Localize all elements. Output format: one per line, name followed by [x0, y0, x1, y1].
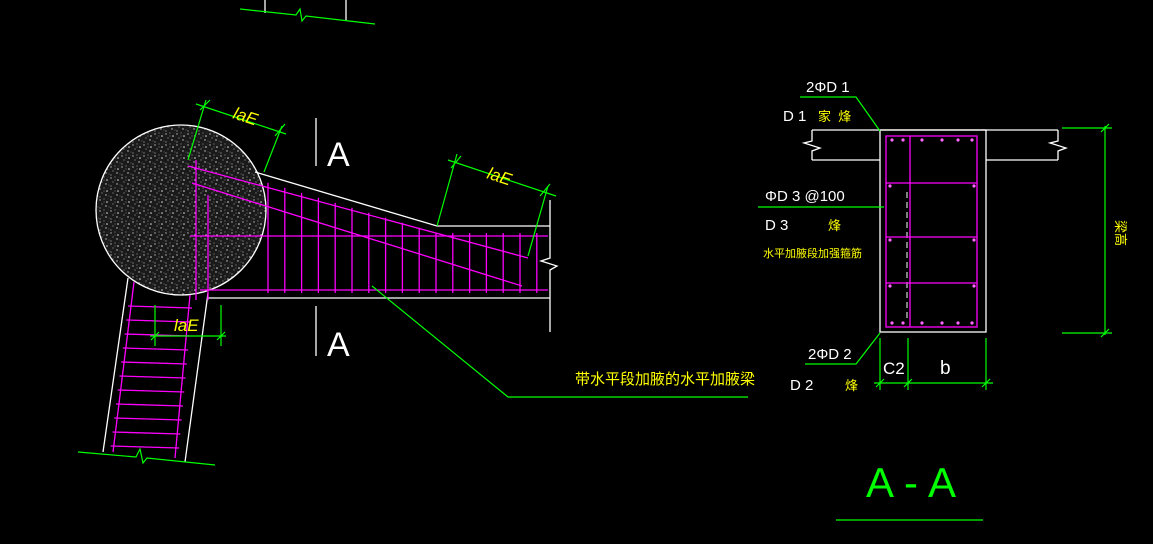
beam-edge-right [184, 292, 209, 463]
rebar-dot [972, 184, 976, 188]
stirrup-line [122, 347, 189, 351]
rebar-dot [901, 138, 905, 142]
rebar-dot [972, 238, 976, 242]
section-a-a: 2ΦD 1 D 1 家 烽 ΦD 3 @100 D 3 烽 水平加腋段加强箍筋 … [758, 79, 1128, 521]
rebar-dot [901, 321, 905, 325]
laE-label: laE [231, 104, 261, 130]
dimension-tick [539, 183, 551, 197]
dimension-laE-bottom: laE [150, 305, 226, 346]
inclined-beam [77, 277, 216, 466]
callout-text: 带水平段加腋的水平加腋梁 [575, 371, 755, 388]
dimension-tick [450, 155, 462, 169]
dimension-tick [216, 331, 226, 341]
extension-line [263, 125, 283, 173]
bottom-bar-leader [805, 332, 881, 365]
stirrup-line [115, 403, 183, 407]
haunch-stirrups [267, 182, 538, 293]
rebar-dot [888, 284, 892, 288]
extension-line [527, 185, 549, 257]
stirrup-desc: 烽 [828, 218, 841, 233]
stirrup-label: ΦD 3 @100 [765, 188, 845, 205]
stirrup-line [114, 417, 182, 421]
fragment-break-line [239, 7, 376, 25]
haunch-end-break [538, 200, 559, 332]
dimension-laE-top: laE [187, 99, 287, 173]
stirrup-note: 水平加腋段加强箍筋 [763, 246, 862, 260]
stirrup-line [119, 375, 186, 379]
dimension-line [447, 159, 557, 197]
rebar-dot [970, 138, 974, 142]
beam-break-line [77, 447, 216, 466]
extension-line [436, 153, 458, 227]
callout: 带水平段加腋的水平加腋梁 [371, 285, 755, 398]
bottom-bar-desc: 烽 [845, 378, 858, 393]
slab-break-left [801, 130, 823, 160]
rebar-dot [972, 284, 976, 288]
rebar-dot [956, 321, 960, 325]
section-mark-bottom: A [315, 306, 350, 364]
rebar-dot [890, 321, 894, 325]
stirrup-line [126, 319, 191, 323]
section-mark-letter: A [327, 326, 350, 364]
slab-break-right [1047, 130, 1069, 160]
top-bar-code: D 1 [783, 108, 806, 125]
dimension-line [195, 103, 287, 135]
beam-web-outline [879, 129, 987, 333]
dim-c2-label: C2 [883, 359, 905, 378]
stirrup-line [112, 431, 181, 435]
dim-height-label: 梁高 [1113, 220, 1128, 246]
haunch-diagonal-bar [187, 165, 529, 259]
beam-longitudinal-bar [112, 281, 135, 453]
extension-line [187, 99, 207, 161]
dimension-tick [875, 378, 885, 388]
bottom-bar-label: 2ΦD 2 [808, 346, 852, 363]
rebar-dot [888, 184, 892, 188]
stirrup-line [110, 445, 180, 449]
dimension-tick [1100, 328, 1110, 338]
dimension-laE-right: laE [436, 153, 557, 257]
stirrup-code: D 3 [765, 217, 788, 234]
rebar-dot [920, 321, 924, 325]
top-bar-label: 2ΦD 1 [806, 79, 850, 96]
dimension-tick [1100, 123, 1110, 133]
top-fragment [239, 0, 376, 25]
rebar-dot [956, 138, 960, 142]
dimension-tick [199, 99, 211, 111]
longitudinal-bar-dots [888, 138, 976, 325]
rebar-dot [890, 138, 894, 142]
bottom-bar-code: D 2 [790, 377, 813, 394]
rebar-dot [888, 238, 892, 242]
beam-edge-left [102, 277, 129, 453]
laE-label: laE [485, 164, 515, 190]
beam-stirrups [110, 305, 193, 449]
stirrup-line [128, 305, 193, 309]
section-mark-top: A [315, 118, 350, 174]
callout-leader [371, 285, 748, 398]
dimension-tick [981, 378, 991, 388]
laE-label: laE [174, 316, 199, 335]
stirrup-outline [885, 135, 978, 328]
rebar-dot [940, 138, 944, 142]
dimension-tick [274, 123, 286, 137]
dim-b-label: b [940, 358, 951, 379]
section-title: A-A [866, 459, 966, 506]
round-column [95, 124, 267, 296]
rebar-dot [970, 321, 974, 325]
top-bar-desc: 家 烽 [818, 109, 851, 124]
stirrup-line [121, 361, 187, 365]
dimension-tick [150, 331, 160, 341]
haunch-diagonal-bar [191, 182, 523, 287]
top-bar-leader [800, 96, 881, 132]
stirrup-line [117, 389, 185, 393]
rebar-dot [940, 321, 944, 325]
rebar-dot [920, 138, 924, 142]
dimension-tick [903, 378, 913, 388]
section-mark-letter: A [327, 136, 350, 174]
